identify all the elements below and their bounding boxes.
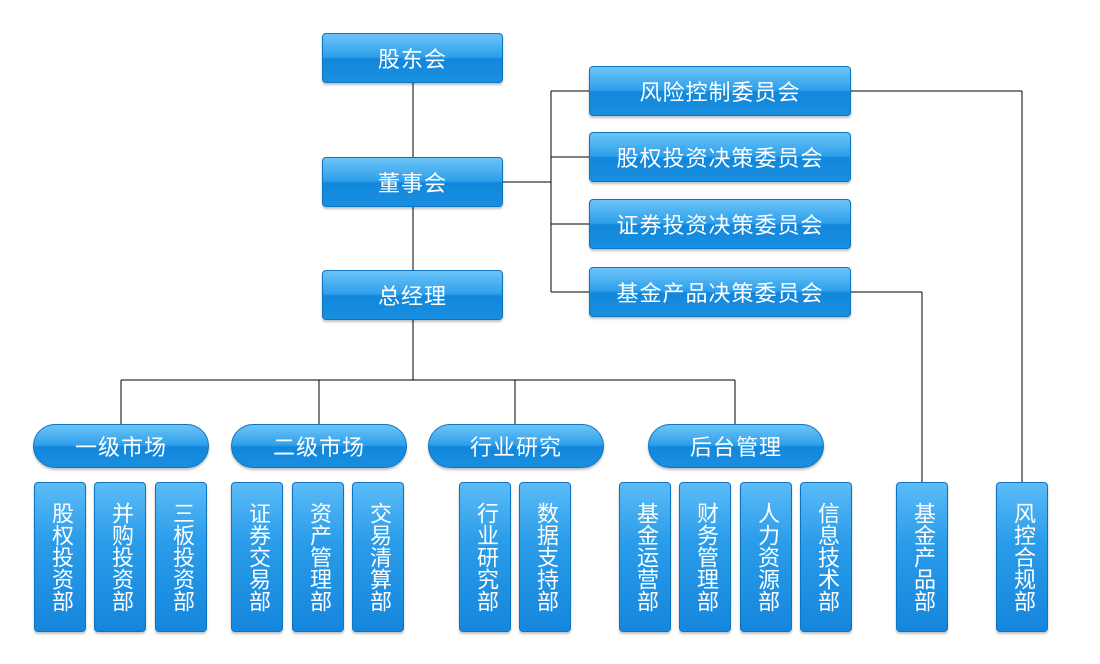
group-label: 二级市场 — [272, 436, 365, 461]
dept-label: 证券交易部 — [245, 502, 270, 612]
dept-box: 行业研究部 — [459, 482, 511, 632]
committee-securities-investment: 证券投资决策委员会 — [589, 199, 851, 249]
dept-label: 行业研究部 — [473, 502, 498, 612]
dept-label: 基金产品部 — [910, 502, 935, 612]
dept-box: 股权投资部 — [34, 482, 86, 632]
committee-label: 股权投资决策委员会 — [616, 147, 824, 172]
board-label: 董事会 — [377, 172, 447, 197]
dept-label: 资产管理部 — [306, 502, 331, 612]
group-secondary-market: 二级市场 — [231, 424, 407, 468]
group-back-office: 后台管理 — [648, 424, 824, 468]
dept-label: 数据支持部 — [533, 502, 558, 612]
dept-fund-product: 基金产品部 — [896, 482, 948, 632]
group-label: 后台管理 — [689, 436, 782, 461]
gm-box: 总经理 — [322, 270, 503, 320]
dept-box: 基金运营部 — [619, 482, 671, 632]
dept-label: 财务管理部 — [693, 502, 718, 612]
group-label: 一级市场 — [74, 436, 167, 461]
committee-equity-investment: 股权投资决策委员会 — [589, 132, 851, 182]
committee-label: 证券投资决策委员会 — [616, 214, 824, 239]
dept-box: 并购投资部 — [94, 482, 146, 632]
dept-box: 人力资源部 — [740, 482, 792, 632]
board-box: 董事会 — [322, 157, 503, 207]
dept-label: 股权投资部 — [48, 502, 73, 612]
group-label: 行业研究 — [469, 436, 562, 461]
dept-label: 并购投资部 — [108, 502, 133, 612]
shareholders-box: 股东会 — [322, 33, 503, 83]
group-industry-research: 行业研究 — [428, 424, 604, 468]
dept-box: 证券交易部 — [231, 482, 283, 632]
dept-risk-compliance: 风控合规部 — [996, 482, 1048, 632]
dept-box: 交易清算部 — [352, 482, 404, 632]
committee-label: 风险控制委员会 — [639, 81, 801, 106]
dept-box: 数据支持部 — [519, 482, 571, 632]
dept-box: 资产管理部 — [292, 482, 344, 632]
dept-label: 基金运营部 — [633, 502, 658, 612]
dept-label: 风控合规部 — [1010, 502, 1035, 612]
dept-label: 人力资源部 — [754, 502, 779, 612]
dept-box: 信息技术部 — [800, 482, 852, 632]
dept-box: 财务管理部 — [679, 482, 731, 632]
committee-label: 基金产品决策委员会 — [616, 282, 824, 307]
dept-label: 交易清算部 — [366, 502, 391, 612]
dept-label: 信息技术部 — [814, 502, 839, 612]
committee-risk-control: 风险控制委员会 — [589, 66, 851, 116]
group-primary-market: 一级市场 — [33, 424, 209, 468]
committee-fund-product: 基金产品决策委员会 — [589, 267, 851, 317]
dept-label: 三板投资部 — [169, 502, 194, 612]
gm-label: 总经理 — [377, 285, 447, 310]
shareholders-label: 股东会 — [377, 48, 447, 73]
dept-box: 三板投资部 — [155, 482, 207, 632]
